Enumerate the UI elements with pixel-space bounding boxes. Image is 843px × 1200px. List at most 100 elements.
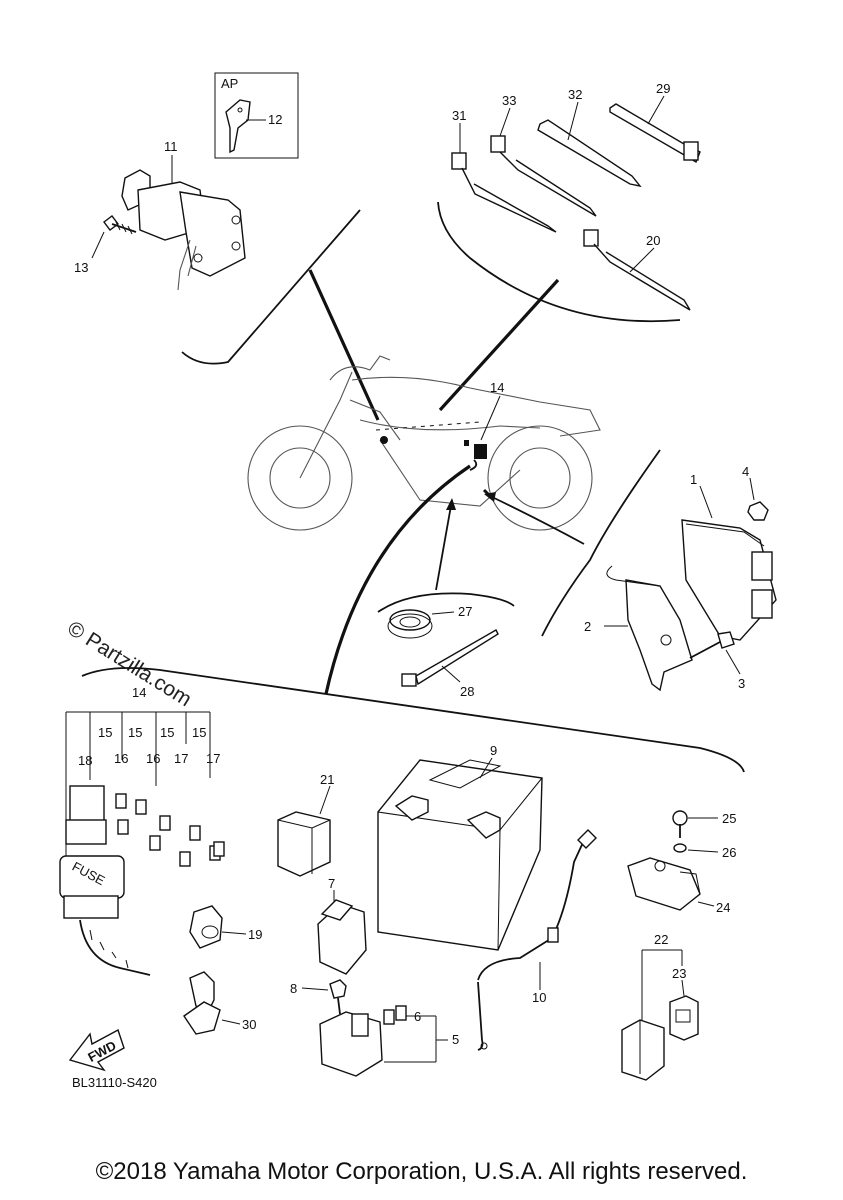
cable-tie-icon [461, 167, 557, 233]
relay-block-icon [621, 1019, 665, 1081]
exploded-parts-diagram: AP 12 11 13 31 33 [59, 72, 777, 1090]
callout-10: 10 [532, 990, 546, 1005]
ap-box [214, 72, 299, 159]
callout-21: 21 [320, 772, 334, 787]
main-switch-part-11[interactable]: 11 [121, 139, 246, 291]
diagram-code: BL31110-S420 [72, 1075, 157, 1090]
nut-icon [747, 501, 769, 521]
fuse-part-16[interactable]: 16 16 [114, 751, 171, 831]
copyright-footer: ©2018 Yamaha Motor Corporation, U.S.A. A… [95, 1158, 748, 1185]
washer-part-26[interactable]: 26 [673, 843, 736, 860]
screw-head-icon [672, 810, 688, 826]
callout-14: 14 [132, 685, 146, 700]
callout-26: 26 [722, 845, 736, 860]
callout-16a: 16 [114, 751, 128, 766]
bubble-outline-middle [377, 592, 515, 613]
relay-part-21[interactable]: 21 [277, 772, 334, 877]
key-icon [225, 99, 251, 154]
band-part-29[interactable]: 29 [609, 81, 701, 164]
callout-8: 8 [290, 981, 297, 996]
bubble-outline-lower [81, 667, 745, 773]
callout-17a: 17 [174, 751, 188, 766]
callout-28: 28 [460, 684, 474, 699]
callout-12: 12 [268, 112, 282, 127]
bubble-outline-upper-right [437, 201, 681, 323]
bubble-outline-right [541, 449, 661, 637]
callout-15b: 15 [128, 725, 142, 740]
callout-18: 18 [78, 753, 92, 768]
band-part-32[interactable]: 32 [537, 87, 642, 188]
holder-part-19[interactable]: 19 [189, 905, 262, 949]
battery-part-9[interactable]: 9 [377, 743, 543, 951]
washer-icon [673, 843, 687, 853]
callout-33: 33 [502, 93, 516, 108]
callout-4: 4 [742, 464, 749, 479]
cable-tie-part-20[interactable]: 20 [583, 229, 691, 311]
screw-part-3[interactable]: 3 [689, 631, 745, 691]
callout-7: 7 [328, 876, 335, 891]
fuse-box-part-18[interactable]: FUSE 18 [59, 753, 125, 919]
callout-15c: 15 [160, 725, 174, 740]
bubble-outline-upper-left [181, 209, 361, 365]
starter-relay-part-5[interactable]: 5 [319, 1011, 459, 1077]
screw-part-13[interactable]: 13 [74, 215, 137, 275]
bolt-part-8[interactable]: 8 [290, 979, 347, 1015]
screw-icon [103, 215, 119, 231]
callout-9: 9 [490, 743, 497, 758]
relay-part-22[interactable]: 22 [621, 932, 683, 1081]
battery-terminal-icon [394, 795, 429, 821]
callout-29: 29 [656, 81, 670, 96]
screw-part-25[interactable]: 25 [672, 810, 736, 838]
callout-5: 5 [452, 1032, 459, 1047]
callout-30: 30 [242, 1017, 256, 1032]
bracket-part-2[interactable]: 2 [584, 565, 693, 692]
cover-part-7[interactable]: 7 [317, 876, 367, 975]
relay-icon [277, 811, 331, 877]
callout-32: 32 [568, 87, 582, 102]
cable-tie-part-33[interactable]: 33 [490, 93, 597, 217]
callout-27: 27 [458, 604, 472, 619]
callout-20: 20 [646, 233, 660, 248]
callout-17b: 17 [206, 751, 220, 766]
wire-harness-part-14[interactable]: 14 [65, 685, 211, 976]
battery-lead-part-10[interactable]: 10 [477, 829, 597, 1051]
callout-16b: 16 [146, 751, 160, 766]
band-part-28[interactable]: 28 [401, 629, 499, 699]
motorcycle-outline: 14 [247, 355, 601, 531]
callout-11: 11 [164, 139, 178, 154]
callout-19: 19 [248, 927, 262, 942]
sensor-part-24[interactable]: 24 [627, 857, 730, 915]
starter-relay-icon [319, 1011, 383, 1077]
callout-14-bike: 14 [490, 380, 504, 395]
front-wheel [247, 425, 353, 531]
callout-22: 22 [654, 932, 668, 947]
callout-25: 25 [722, 811, 736, 826]
fwd-arrow-icon: FWD [68, 1028, 125, 1072]
callout-2: 2 [584, 619, 591, 634]
callout-6: 6 [414, 1009, 421, 1024]
fuse-part-17[interactable]: 17 17 [174, 751, 225, 857]
ap-label: AP [221, 76, 238, 91]
callout-3: 3 [738, 676, 745, 691]
cable-tie-part-31[interactable]: 31 [451, 108, 557, 233]
callout-23: 23 [672, 966, 686, 981]
clamp-part-27[interactable]: 27 [387, 604, 472, 639]
fuse-part-6[interactable]: 6 [383, 1005, 436, 1025]
fuse-icon [117, 819, 129, 835]
sensor-icon [627, 857, 701, 911]
callout-24: 24 [716, 900, 730, 915]
bracket-icon [625, 579, 693, 692]
nut-part-4[interactable]: 4 [742, 464, 769, 521]
holder-part-30[interactable]: 30 [183, 971, 256, 1035]
fuse-box-location [474, 444, 487, 459]
ecu-part-1[interactable]: 1 [681, 472, 777, 641]
cover-part-23[interactable]: 23 [669, 966, 699, 1041]
key-part-12[interactable]: AP 12 [214, 72, 299, 159]
callout-15d: 15 [192, 725, 206, 740]
callout-31: 31 [452, 108, 466, 123]
rear-wheel [487, 425, 593, 531]
callout-1: 1 [690, 472, 697, 487]
callout-15a: 15 [98, 725, 112, 740]
watermark: © Partzilla.com [63, 617, 195, 711]
callout-13: 13 [74, 260, 88, 275]
